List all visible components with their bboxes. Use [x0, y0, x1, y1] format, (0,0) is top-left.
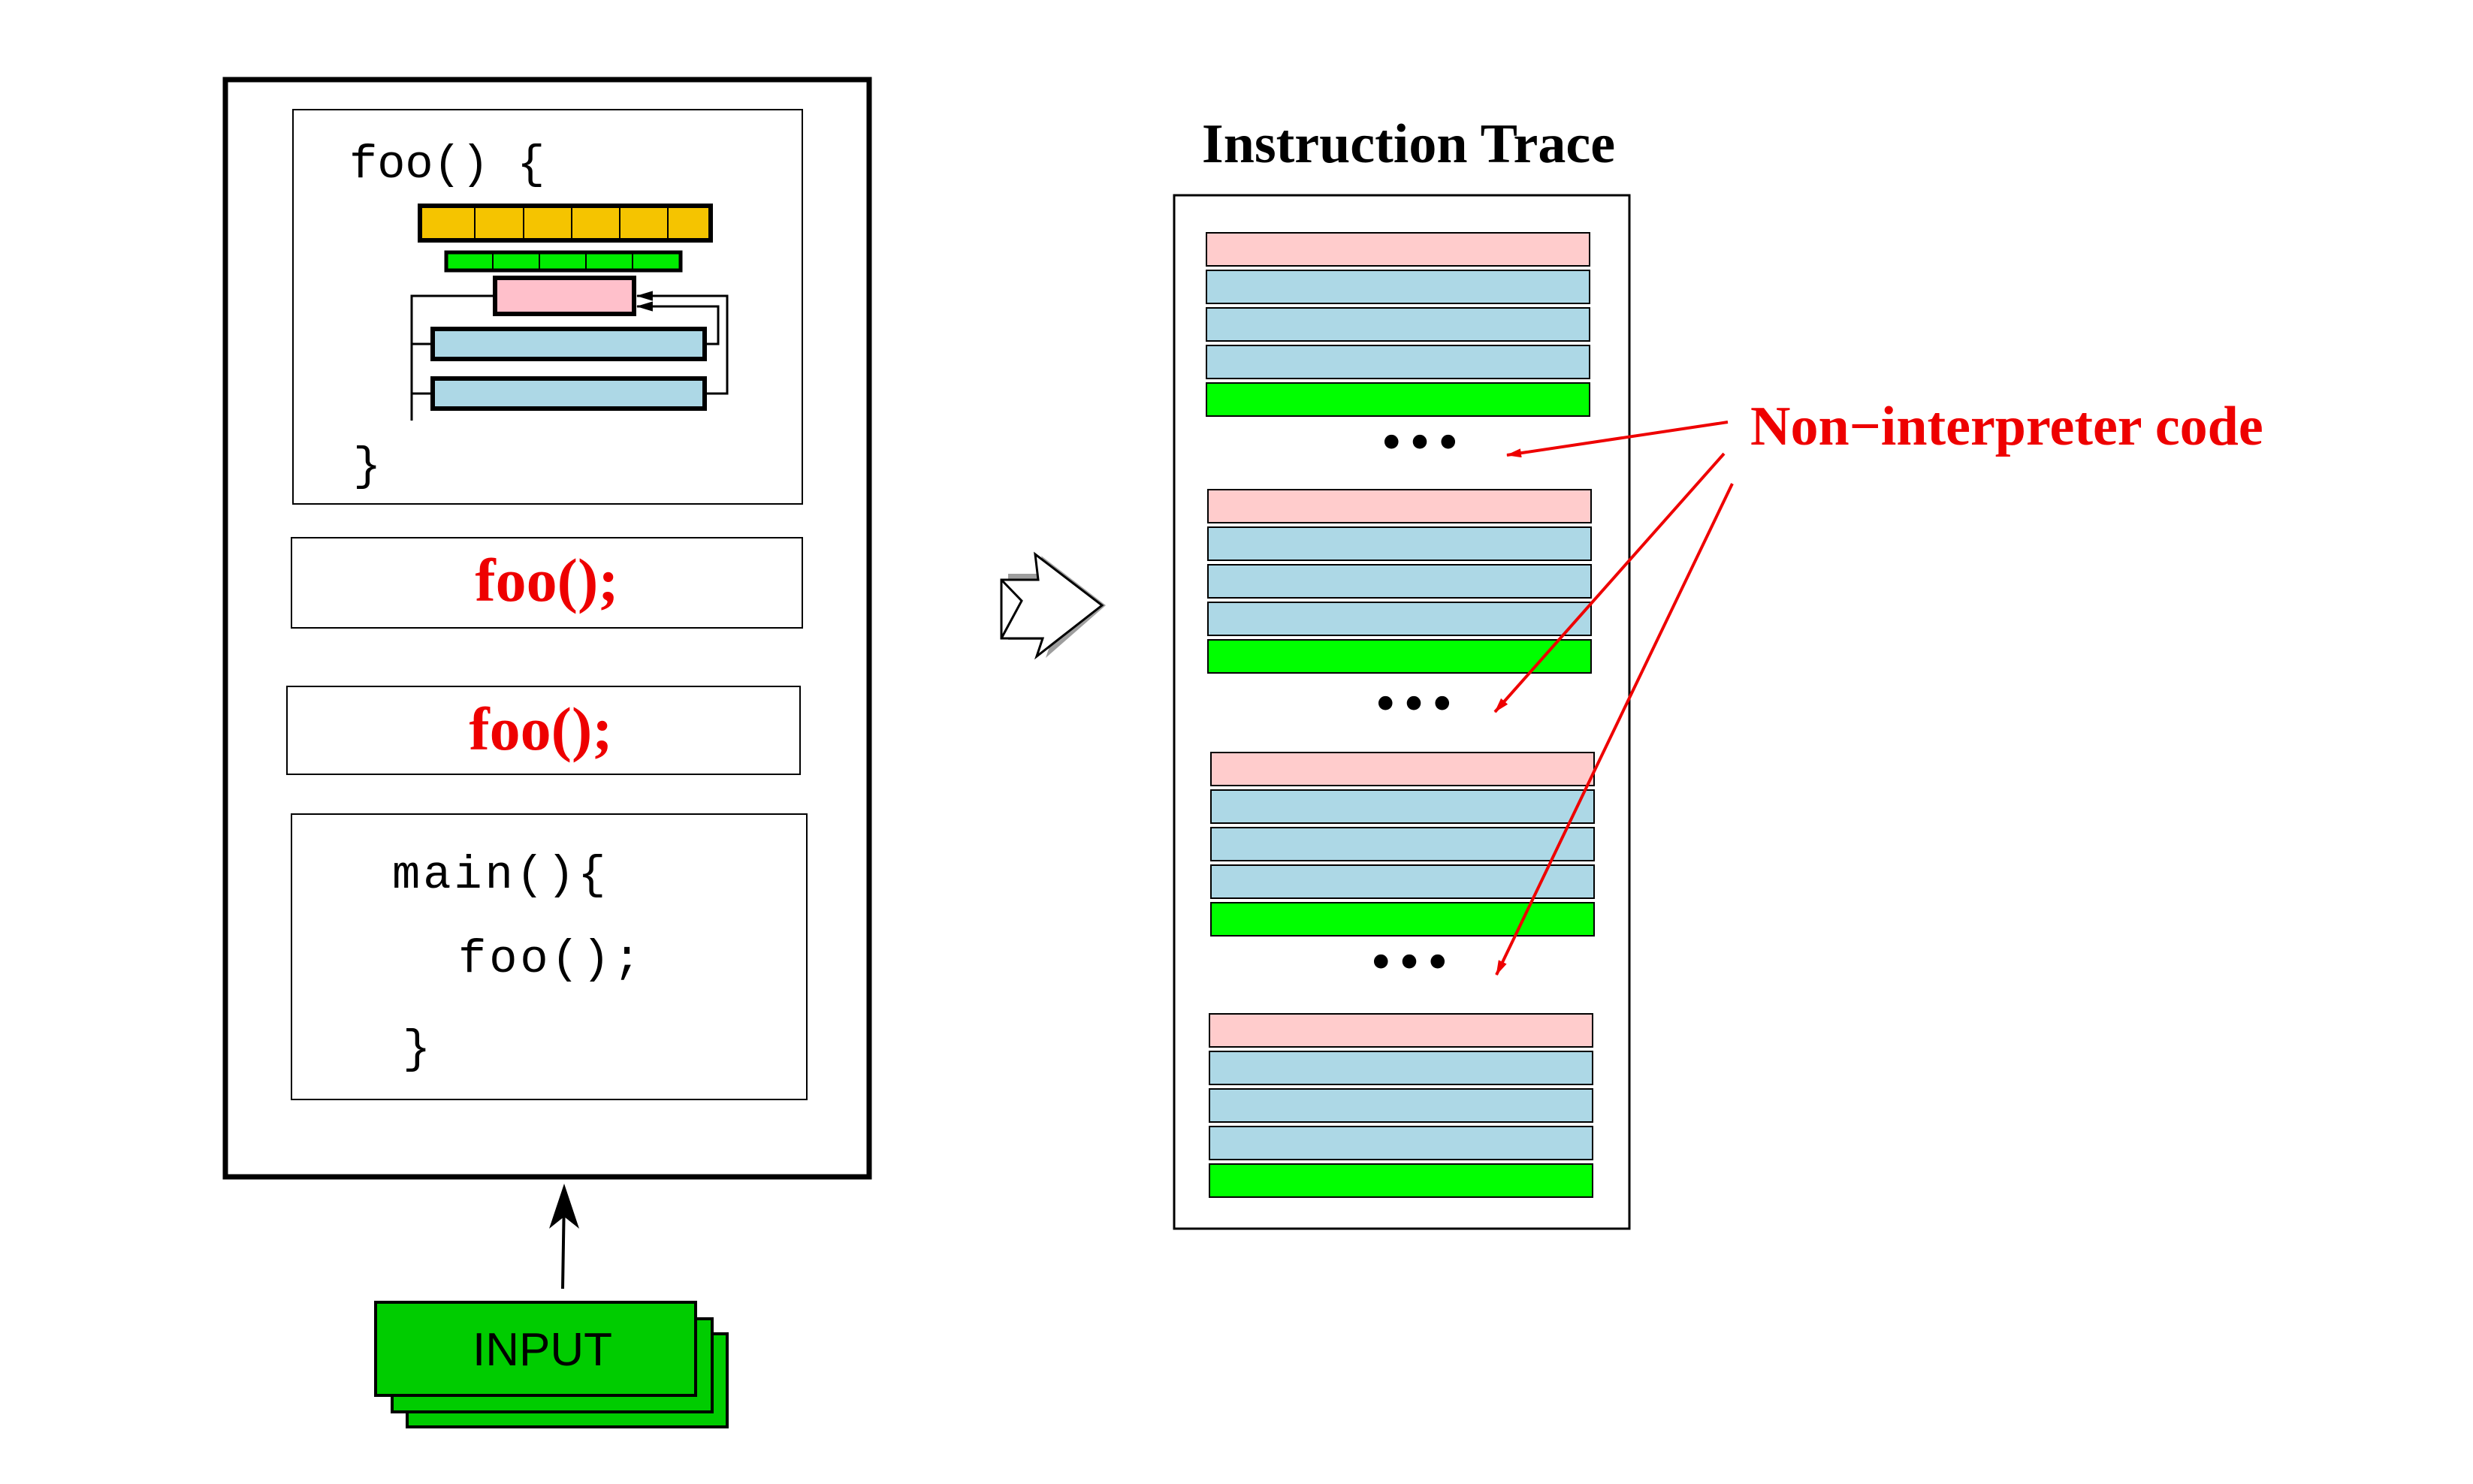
- annotation-arrow-3: [1495, 483, 1734, 976]
- foo-definition-close: }: [353, 440, 381, 493]
- main-box: main(){ foo(); }: [291, 813, 808, 1100]
- foo-definition-header: foo() {: [349, 138, 545, 192]
- wide-instruction-bar: [418, 204, 713, 243]
- dispatch-target-block: [493, 276, 636, 316]
- annotation-arrow-2: [1493, 452, 1726, 713]
- trace-instruction-blue: [1210, 789, 1595, 824]
- control-flow-lines: [410, 291, 729, 421]
- trace-ellipsis-3: •••: [1366, 936, 1451, 991]
- trace-title: Instruction Trace: [1202, 113, 1615, 175]
- input-arrowhead: [549, 1184, 579, 1229]
- input-stack: INPUT: [374, 1301, 729, 1428]
- main-line-2: foo();: [458, 933, 644, 986]
- handler-block-2: [430, 376, 707, 411]
- annotation-arrows: [1493, 421, 1734, 976]
- trace-instruction-green: [1206, 382, 1590, 417]
- main-line-3: }: [403, 1023, 430, 1076]
- trace-groups: [1206, 232, 1595, 1198]
- trace-instruction-blue: [1206, 270, 1590, 304]
- trace-ellipsis-2: •••: [1371, 677, 1456, 733]
- trace-instruction-green: [1207, 639, 1592, 674]
- trace-instruction-blue: [1209, 1051, 1593, 1085]
- handler-block-1: [430, 327, 707, 361]
- trace-instruction-blue: [1210, 827, 1595, 861]
- annotation-arrow-1: [1506, 421, 1729, 458]
- trace-instruction-pink: [1206, 232, 1590, 267]
- trace-instruction-blue: [1206, 345, 1590, 379]
- transform-arrow-icon: [1000, 551, 1106, 660]
- trace-ellipsis-1: •••: [1377, 416, 1462, 472]
- input-page-1: [374, 1301, 697, 1397]
- foo-definition-box: foo() { }: [292, 109, 803, 505]
- trace-group-1: [1206, 232, 1590, 417]
- trace-instruction-blue: [1207, 602, 1592, 636]
- trace-instruction-pink: [1209, 1013, 1593, 1048]
- trace-group-3: [1210, 752, 1595, 937]
- trace-group-4: [1209, 1013, 1593, 1198]
- trace-instruction-green: [1209, 1163, 1593, 1198]
- trace-instruction-blue: [1209, 1088, 1593, 1123]
- trace-instruction-green: [1210, 902, 1595, 937]
- input-label: INPUT: [473, 1324, 612, 1376]
- call-text-2: foo();: [469, 695, 612, 763]
- call-box-1: foo();: [291, 537, 803, 629]
- annotation-label: Non−interpreter code: [1750, 396, 2263, 457]
- call-box-2: foo();: [286, 686, 801, 775]
- narrow-instruction-bar: [444, 250, 683, 273]
- trace-ellipses: ••• ••• •••: [1366, 416, 1462, 991]
- trace-group-2: [1207, 489, 1592, 674]
- trace-instruction-pink: [1207, 489, 1592, 523]
- trace-instruction-blue: [1206, 307, 1590, 342]
- trace-instruction-pink: [1210, 752, 1595, 786]
- call-text-1: foo();: [475, 546, 618, 614]
- trace-instruction-blue: [1210, 864, 1595, 899]
- main-line-1: main(){: [392, 849, 608, 902]
- trace-instruction-blue: [1207, 526, 1592, 561]
- trace-instruction-blue: [1209, 1126, 1593, 1160]
- trace-instruction-blue: [1207, 564, 1592, 599]
